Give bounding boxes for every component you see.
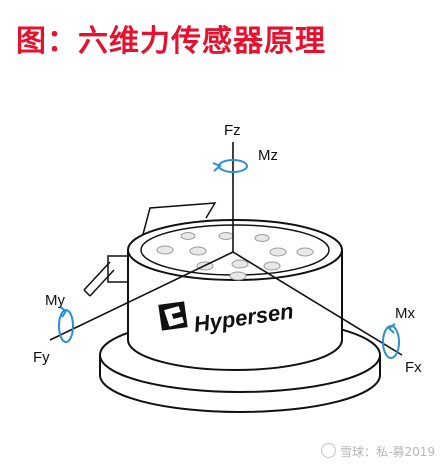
watermark: 雪球：私-募2019 [321, 443, 435, 460]
mx-label: Mx [395, 305, 415, 322]
rotation-arrow-icon [382, 323, 400, 359]
sensor-body [127, 219, 343, 371]
fy-label: Fy [33, 349, 50, 366]
watermark-text: 雪球：私-募2019 [340, 445, 435, 459]
mz-label: Mz [258, 147, 278, 164]
page-title: 图：六维力传感器原理 [16, 24, 326, 59]
fz-label: Fz [224, 122, 241, 139]
rotation-arrow-icon [58, 306, 74, 343]
hypersen-logo-icon [158, 301, 188, 331]
snowball-logo-icon [321, 443, 337, 458]
sensor-connector [83, 255, 129, 297]
rotation-arrow-icon [212, 159, 248, 173]
fx-label: Fx [405, 359, 422, 376]
my-label: My [45, 292, 65, 309]
